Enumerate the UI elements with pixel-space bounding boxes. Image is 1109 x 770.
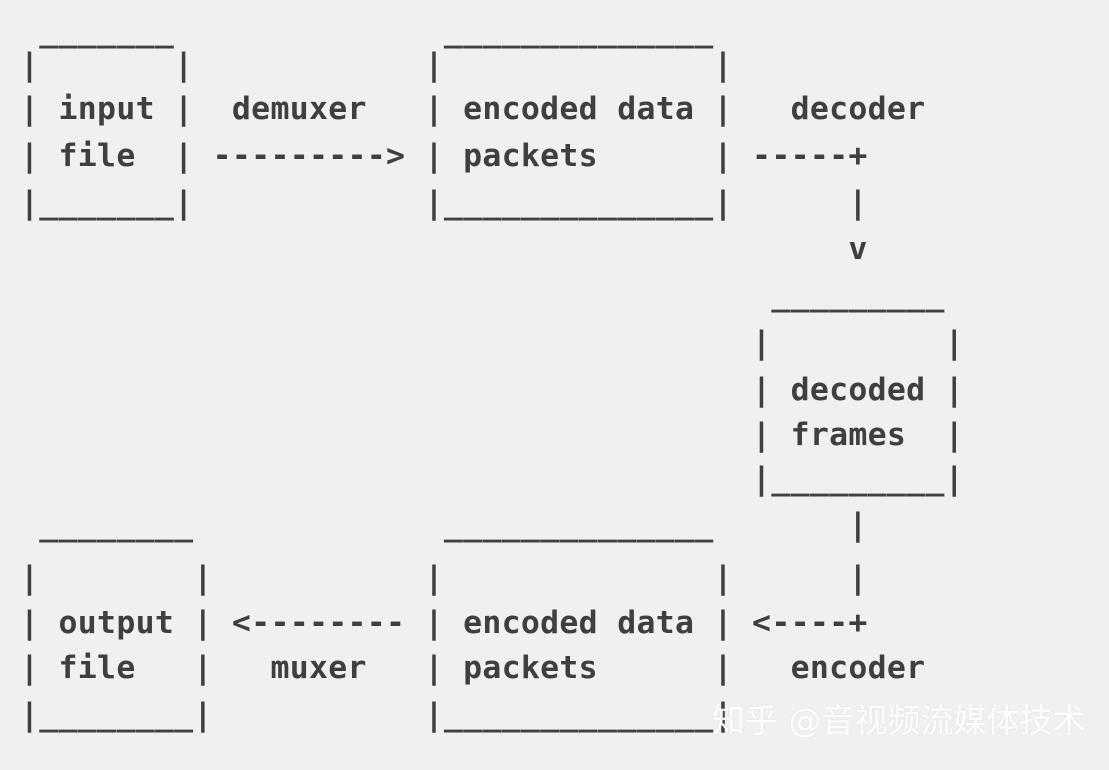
diagram-line-1: _______ ______________ (20, 13, 714, 49)
diagram-line-11: |_________| (20, 461, 964, 497)
diagram-line-15: | file | muxer | packets | encoder (20, 650, 926, 686)
diagram-line-13: | | | | | (20, 560, 868, 596)
diagram-line-3: | input | demuxer | encoded data | decod… (20, 91, 926, 127)
diagram-line-6: v (20, 231, 868, 267)
zhihu-watermark: 知乎 @音视频流媒体技术 (712, 701, 1086, 740)
diagram-line-2: | | | | (20, 47, 733, 83)
diagram-line-16: |________| |______________| (20, 697, 733, 733)
diagram-line-5: |_______| |______________| | (20, 185, 868, 221)
diagram-line-12: ________ ______________ | (20, 507, 868, 543)
diagram-line-14: | output | <-------- | encoded data | <-… (20, 605, 868, 641)
diagram-line-10: | frames | (20, 417, 964, 453)
diagram-line-7: _________ (20, 277, 945, 313)
diagram-line-9: | decoded | (20, 372, 964, 408)
diagram-line-4: | file | ---------> | packets | -----+ (20, 138, 868, 174)
diagram-line-8: | | (20, 325, 964, 361)
